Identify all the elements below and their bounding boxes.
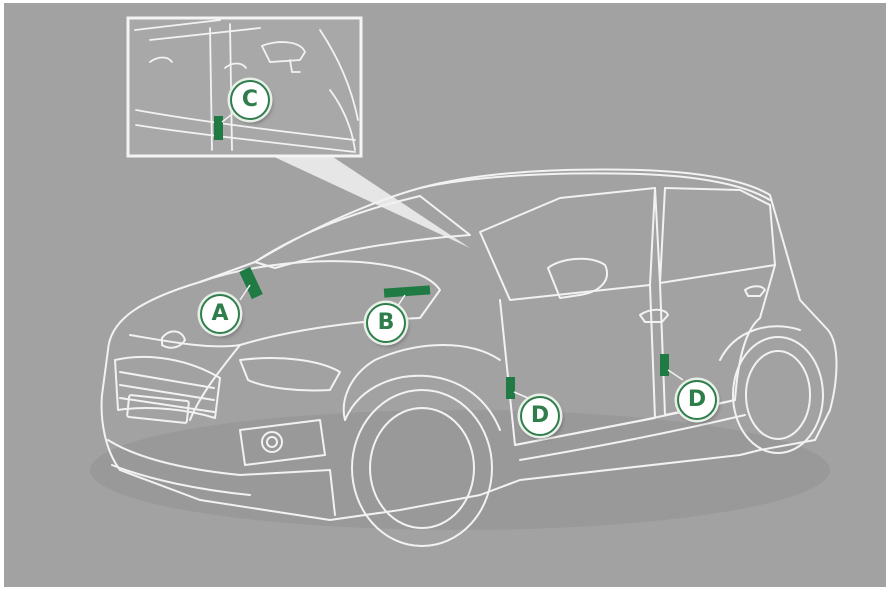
callout-d-front-door-label: D (530, 403, 550, 428)
headlight (239, 357, 341, 392)
callout-d-rear-door-label: D (687, 387, 707, 412)
marker-d-rear (660, 354, 669, 376)
front-bumper (107, 439, 336, 516)
callout-c: C (230, 80, 270, 120)
marker-b (383, 285, 431, 298)
marker-d-front (506, 377, 515, 399)
rear-wheel (732, 336, 824, 454)
fog-light (239, 419, 326, 466)
inset-marker-c (214, 116, 223, 140)
ground-shadow (90, 410, 830, 530)
callout-b-label: B (377, 310, 395, 335)
callout-a-label: A (211, 301, 229, 326)
front-wheel (351, 389, 493, 547)
license-plate (126, 394, 190, 424)
brand-logo (161, 330, 186, 349)
callout-d-front-door: D (520, 396, 560, 436)
callout-c-label: C (241, 87, 259, 112)
windshield (254, 195, 471, 269)
rear-side-window (659, 187, 776, 284)
callout-b: B (366, 303, 406, 343)
marker-a (239, 266, 263, 300)
callout-a: A (200, 294, 240, 334)
front-side-window (479, 187, 656, 301)
hood (129, 260, 441, 348)
callout-d-rear-door: D (677, 380, 717, 420)
inset-pointer (270, 155, 470, 248)
front-grille (114, 355, 221, 419)
side-mirror (547, 257, 608, 299)
